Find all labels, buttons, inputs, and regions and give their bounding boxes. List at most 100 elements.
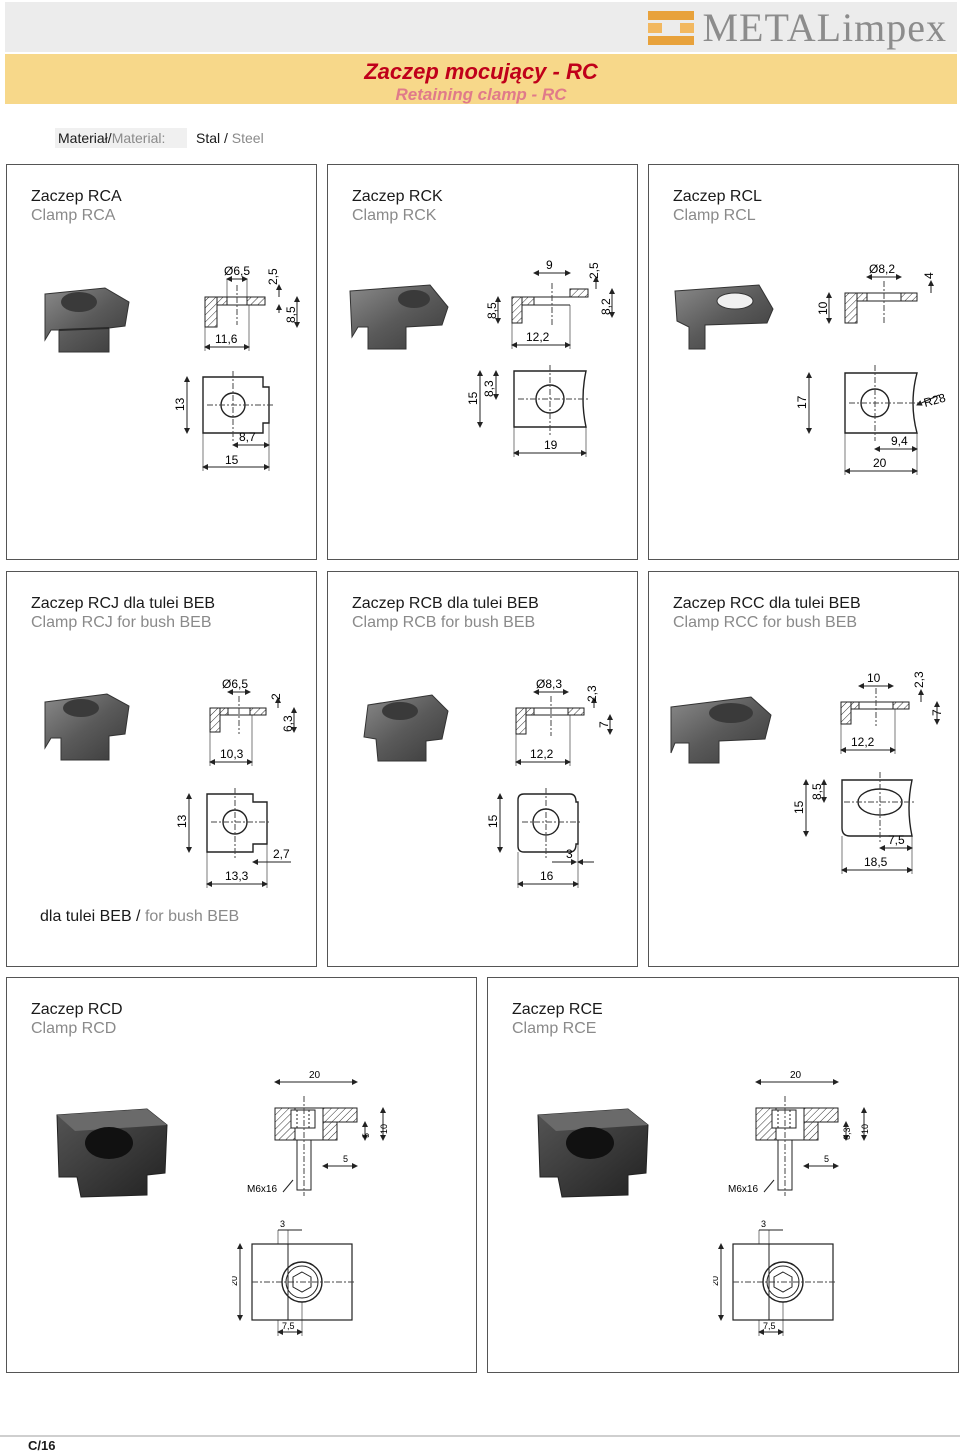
dim-text: 15 <box>225 453 239 467</box>
dim-text: 20 <box>713 1276 720 1286</box>
drawing-side-rcj: Ø6,5 2 6,3 10,3 <box>209 677 297 766</box>
title-band: Zaczep mocujący - RC Retaining clamp - R… <box>5 54 957 104</box>
drawing-top-rcc: 15 8,5 7,5 18,5 <box>792 772 916 874</box>
panel-title: Zaczep RCE Clamp RCE <box>512 1000 603 1038</box>
drawing-top-rce: 3 20 7,5 <box>713 1220 837 1336</box>
drawing-top-rcl: 17 R28 9,4 20 <box>795 365 947 475</box>
title-pl: Zaczep RCK <box>352 188 443 205</box>
panel-title: Zaczep RCC dla tulei BEB Clamp RCC for b… <box>673 594 861 632</box>
dim-text: 2,3 <box>912 671 926 688</box>
dim-text: 2,5 <box>587 262 601 279</box>
dim-text: 2,5 <box>266 268 280 285</box>
material-label-pl: Materiał/ <box>58 130 112 146</box>
material-label: Materiał/Material: <box>55 128 187 148</box>
dim-text: 19 <box>544 438 558 452</box>
title-en: Clamp RCD <box>31 1020 117 1037</box>
dim-text: 10,3 <box>220 747 244 761</box>
product-photo-rcc <box>670 696 772 764</box>
title-pl: Zaczep RCE <box>512 1001 603 1018</box>
title-pl: Zaczep RCD <box>31 1001 123 1018</box>
dim-text: 13,3 <box>225 869 249 883</box>
dim-text: 3 <box>761 1220 766 1229</box>
dim-text: 2 <box>269 693 283 700</box>
title-pl: Zaczep RCC dla tulei BEB <box>673 595 861 612</box>
material-label-en: Material: <box>111 130 166 146</box>
dim-text: Ø8,2 <box>869 262 895 276</box>
dim-text: 20 <box>309 1070 321 1081</box>
drawing-top-rcj: 13 2,7 13,3 <box>175 788 291 888</box>
dim-text: R28 <box>922 391 947 410</box>
drawing-top-rca: 13 8,7 15 <box>173 371 273 471</box>
dim-text: 15 <box>466 391 480 405</box>
drawing-side-rce: 20 6,3 10 5 M6x16 <box>728 1070 870 1196</box>
dim-text: 12,2 <box>851 735 875 749</box>
dim-text: M6x16 <box>728 1184 758 1195</box>
panel-rcc: Zaczep RCC dla tulei BEB Clamp RCC for b… <box>648 571 959 967</box>
dim-text: 20 <box>232 1276 239 1286</box>
panel-title: Zaczep RCK Clamp RCK <box>352 187 443 225</box>
material-value-pl: Stal / <box>196 130 232 146</box>
dim-text: 16 <box>540 869 554 883</box>
panel-rce: Zaczep RCE Clamp RCE 20 6,3 10 5 M6x16 3 <box>487 977 959 1373</box>
dim-text: 9,4 <box>891 434 908 448</box>
dim-text: Ø6,5 <box>224 264 250 278</box>
dim-text: 8,3 <box>482 380 496 397</box>
dim-text: 4 <box>922 272 936 279</box>
dim-text: 15 <box>792 800 806 814</box>
drawing-top-rck: 15 8,3 19 <box>466 365 588 457</box>
dim-text: 7,5 <box>763 1321 776 1331</box>
title-en: Clamp RCA <box>31 207 116 224</box>
panel-title: Zaczep RCJ dla tulei BEB Clamp RCJ for b… <box>31 594 215 632</box>
dim-text: 17 <box>795 395 809 409</box>
dim-text: 7,5 <box>888 833 905 847</box>
panel-rca: Zaczep RCA Clamp RCA Ø6,5 2,5 8,5 11,6 1… <box>6 164 317 560</box>
panel-rcj: Zaczep RCJ dla tulei BEB Clamp RCJ for b… <box>6 571 317 967</box>
footer-divider <box>0 1435 960 1437</box>
title-pl: Zaczep RCL <box>673 188 762 205</box>
dim-text: 8,2 <box>599 298 613 315</box>
dim-text: 7 <box>930 709 944 716</box>
dim-text: 7 <box>597 721 611 728</box>
dim-text: 20 <box>873 456 887 470</box>
panel-rcb: Zaczep RCB dla tulei BEB Clamp RCB for b… <box>327 571 638 967</box>
title-en: Clamp RCK <box>352 207 437 224</box>
title-en: Clamp RCL <box>673 207 756 224</box>
dim-text: 5 <box>343 1154 348 1164</box>
dim-text: 6,3 <box>281 715 295 732</box>
drawing-side-rck: 9 2,5 8,5 8,2 12,2 <box>485 258 615 349</box>
product-photo-rcb <box>363 694 449 762</box>
dim-text: 2,7 <box>273 847 290 861</box>
material-value: Stal / Steel <box>196 128 264 148</box>
dim-text: 3 <box>280 1220 285 1229</box>
dim-text: 13 <box>175 814 189 828</box>
title-pl: Zaczep RCJ dla tulei BEB <box>31 595 216 612</box>
panel-rck: Zaczep RCK Clamp RCK 9 2,5 8,5 8,2 12,2 … <box>327 164 638 560</box>
dim-text: 13 <box>173 397 187 411</box>
dim-text: 2,3 <box>585 685 599 702</box>
bush-note: dla tulei BEB / for bush BEB <box>40 908 239 926</box>
dim-text: 10 <box>867 671 881 685</box>
dim-text: 15 <box>486 814 500 828</box>
dim-text: 11,6 <box>215 332 238 346</box>
title-pl: Zaczep RCA <box>31 188 122 205</box>
dim-text: 8,7 <box>239 430 256 444</box>
drawing-side-rcd: 20 5 10 5 M6x16 <box>247 1070 389 1196</box>
dim-text: 5 <box>361 1133 371 1138</box>
panel-title: Zaczep RCA Clamp RCA <box>31 187 122 225</box>
note-pl: dla tulei BEB / <box>40 908 145 925</box>
dim-text: 10 <box>860 1124 870 1134</box>
product-photo-rcd <box>56 1108 168 1198</box>
product-photo-rce <box>537 1108 649 1198</box>
top-bar: METALimpex <box>5 2 957 52</box>
title-en: Clamp RCJ for bush BEB <box>31 614 212 631</box>
product-photo-rck <box>349 284 449 350</box>
drawing-top-rcd: 3 20 7,5 <box>232 1220 356 1336</box>
brand-name: METALimpex <box>702 5 947 50</box>
page-number: C/16 <box>28 1438 56 1452</box>
page-subtitle: Retaining clamp - RC <box>395 85 567 104</box>
dim-text: 18,5 <box>864 855 888 869</box>
panel-title: Zaczep RCD Clamp RCD <box>31 1000 123 1038</box>
note-en: for bush BEB <box>144 908 240 925</box>
page-title: Zaczep mocujący - RC <box>364 59 598 84</box>
title-pl: Zaczep RCB dla tulei BEB <box>352 595 539 612</box>
